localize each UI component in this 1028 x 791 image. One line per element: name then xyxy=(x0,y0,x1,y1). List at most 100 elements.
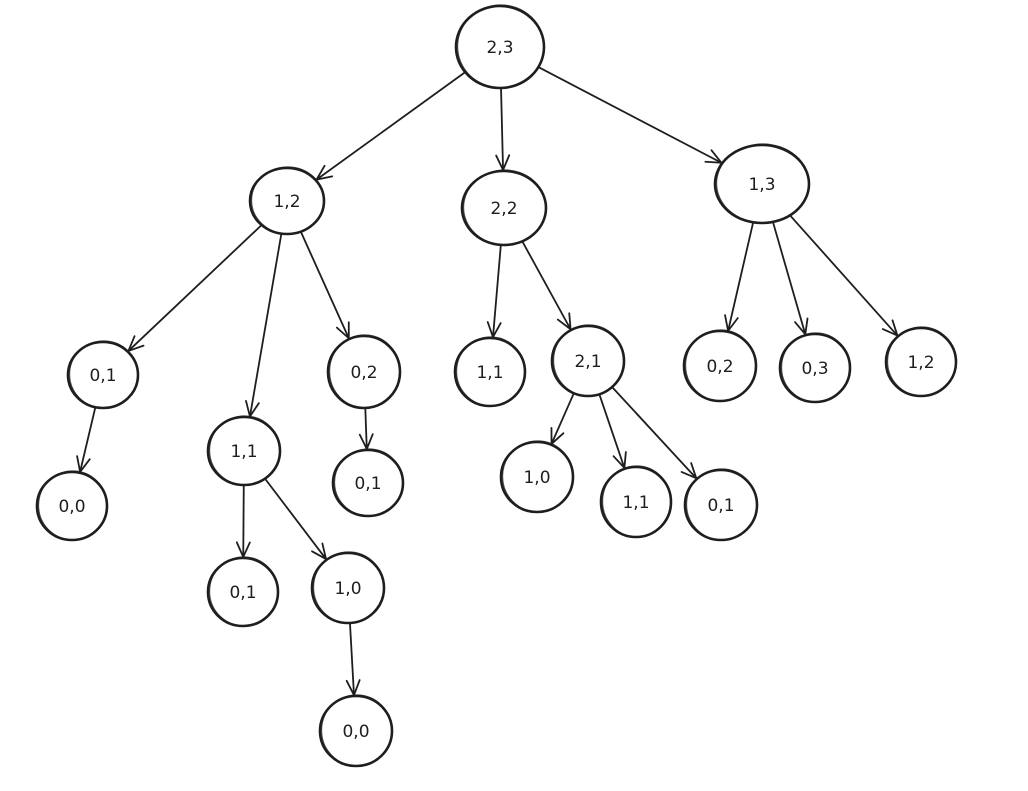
edge-n3-n17 xyxy=(724,221,755,332)
edge-line xyxy=(242,484,245,558)
edge-n13-n15 xyxy=(598,393,627,469)
node-label: 1,2 xyxy=(273,192,300,212)
node-label: 1,1 xyxy=(476,363,503,383)
edge-line xyxy=(772,221,807,336)
node-label: 0,1 xyxy=(707,496,734,516)
node-label: 0,1 xyxy=(229,583,256,603)
tree-node-n11: 0,1 xyxy=(331,448,405,518)
tree-node-n0: 2,3 xyxy=(454,4,546,90)
edge-line xyxy=(315,71,467,181)
tree-node-n4: 0,1 xyxy=(66,340,140,410)
node-label: 1,3 xyxy=(748,175,775,195)
tree-node-n12: 1,1 xyxy=(453,336,527,408)
edge-line xyxy=(299,230,350,340)
node-circle-sketch xyxy=(686,468,758,541)
node-label: 0,1 xyxy=(354,474,381,494)
node-circle-sketch xyxy=(38,470,108,541)
edge-line xyxy=(789,214,899,337)
node-circle-sketch xyxy=(716,143,810,224)
tree-node-n2: 2,2 xyxy=(460,169,548,247)
node-circle-sketch xyxy=(209,415,281,486)
edge-line xyxy=(492,243,502,339)
node-label: 2,2 xyxy=(490,199,517,219)
node-circle-sketch xyxy=(502,440,574,513)
edge-line xyxy=(598,393,626,469)
edge-n6-n8 xyxy=(264,477,327,560)
tree-node-n13: 2,1 xyxy=(550,324,626,398)
tree-node-n8: 1,0 xyxy=(310,551,386,625)
tree-node-n6: 1,1 xyxy=(206,415,282,487)
tree-node-n19: 1,2 xyxy=(884,326,958,398)
node-circle-sketch xyxy=(334,448,404,517)
tree-node-n10: 0,2 xyxy=(326,334,402,410)
node-circle-sketch xyxy=(781,332,851,403)
edge-n6-n7 xyxy=(235,484,251,558)
node-circle-sketch xyxy=(251,166,325,235)
node-label: 0,0 xyxy=(58,497,85,517)
edge-n3-n19 xyxy=(789,214,899,337)
node-label: 1,1 xyxy=(230,442,257,462)
edge-line xyxy=(537,66,723,164)
edge-n3-n18 xyxy=(772,221,809,336)
edge-n4-n5 xyxy=(76,406,97,473)
node-label: 0,1 xyxy=(89,366,116,386)
tree-node-n16: 0,1 xyxy=(683,468,759,542)
node-label: 1,1 xyxy=(622,493,649,513)
tree-node-n15: 1,1 xyxy=(599,465,673,539)
edge-n10-n11 xyxy=(358,407,374,450)
node-circle-sketch xyxy=(456,336,526,407)
tree-node-n14: 1,0 xyxy=(499,440,575,514)
edge-n1-n6 xyxy=(245,232,283,418)
node-label: 2,1 xyxy=(574,352,601,372)
node-label: 0,2 xyxy=(350,363,377,383)
edge-line xyxy=(364,407,368,450)
edge-line xyxy=(249,232,283,418)
tree-node-n9: 0,0 xyxy=(318,694,394,768)
node-circle-sketch xyxy=(685,329,757,402)
node-label: 0,0 xyxy=(342,722,369,742)
edge-line xyxy=(264,477,327,560)
arrowhead-icon xyxy=(556,312,572,331)
node-label: 1,0 xyxy=(523,468,550,488)
node-circle-sketch xyxy=(209,556,279,627)
edge-line xyxy=(127,224,263,352)
nodes-layer: 2,3 1,2 2,2 1,3 0,1 0,0 1,1 0,1 1,0 0,0 0,2 0,1 1,1 2… xyxy=(35,4,958,768)
tree-node-n1: 1,2 xyxy=(248,166,326,236)
edge-n0-n2 xyxy=(495,87,511,171)
node-label: 0,2 xyxy=(706,357,733,377)
node-circle-sketch xyxy=(321,694,393,767)
edge-line xyxy=(79,406,97,473)
edge-n2-n13 xyxy=(521,240,572,331)
node-circle-sketch xyxy=(887,326,957,397)
node-label: 1,0 xyxy=(334,579,361,599)
edge-n8-n9 xyxy=(345,622,361,696)
tree-node-n7: 0,1 xyxy=(206,556,280,628)
edges-layer xyxy=(76,66,899,696)
edge-n0-n3 xyxy=(537,66,723,164)
tree-node-n18: 0,3 xyxy=(778,332,852,404)
edge-n13-n14 xyxy=(550,392,575,445)
node-label: 0,3 xyxy=(801,359,828,379)
node-circle-sketch xyxy=(553,324,625,397)
edge-line xyxy=(611,386,698,480)
node-circle-sketch xyxy=(329,334,401,409)
tree-node-n17: 0,2 xyxy=(682,329,758,403)
node-label: 1,2 xyxy=(907,353,934,373)
node-circle-sketch xyxy=(457,4,545,89)
node-label: 2,3 xyxy=(486,38,513,58)
tree-node-n3: 1,3 xyxy=(713,143,811,225)
node-circle-sketch xyxy=(313,551,385,624)
edge-line xyxy=(550,392,575,445)
edge-n1-n10 xyxy=(299,230,350,340)
edge-line xyxy=(727,221,755,332)
edge-line xyxy=(521,240,572,331)
node-circle-sketch xyxy=(602,465,672,538)
node-circle-sketch xyxy=(69,340,139,409)
edge-n2-n12 xyxy=(486,243,502,339)
edge-line xyxy=(349,622,355,696)
node-circle-sketch xyxy=(463,169,547,246)
edge-n1-n4 xyxy=(127,224,263,352)
edge-line xyxy=(500,87,504,171)
tree-node-n5: 0,0 xyxy=(35,470,109,542)
